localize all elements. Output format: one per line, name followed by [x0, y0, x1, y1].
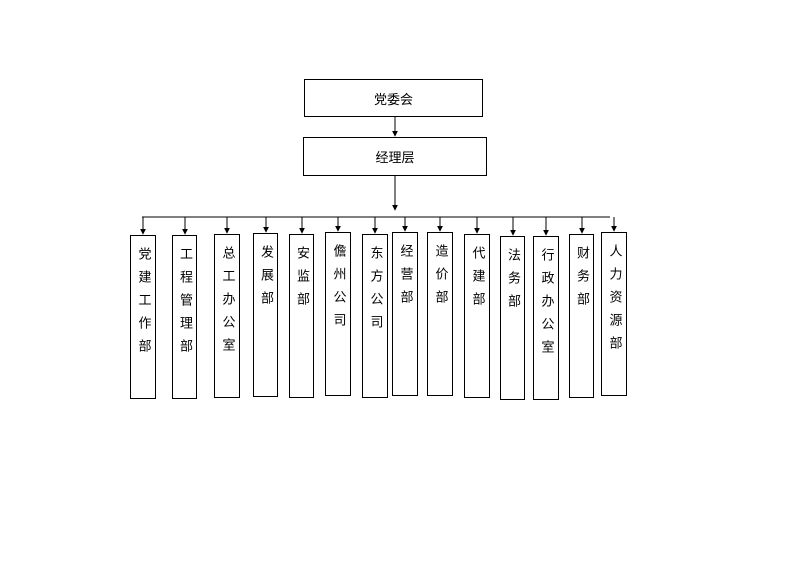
dept-box: 儋州公司: [325, 232, 351, 396]
dept-label: 财务部: [574, 246, 589, 315]
management-box: 经理层: [303, 137, 487, 176]
dept-label: 法务部: [505, 248, 520, 317]
dept-label: 安监部: [294, 246, 309, 315]
dept-box: 总工办公室: [214, 234, 240, 398]
dept-label: 儋州公司: [330, 244, 346, 336]
dept-box: 经营部: [392, 232, 418, 396]
management-label: 经理层: [375, 151, 415, 166]
dept-box: 行政办公室: [533, 236, 559, 400]
dept-box: 发展部: [253, 233, 278, 397]
dept-box: 法务部: [500, 236, 525, 400]
dept-box: 财务部: [569, 234, 594, 398]
party-committee-box: 党委会: [304, 79, 483, 117]
dept-label: 工程管理部: [177, 247, 192, 362]
dept-label: 发展部: [258, 245, 273, 314]
dept-label: 总工办公室: [219, 246, 235, 361]
dept-box: 党建工作部: [130, 235, 156, 399]
dept-label: 人力资源部: [606, 244, 622, 359]
dept-label: 东方公司: [367, 246, 383, 338]
dept-box: 代建部: [464, 234, 490, 398]
dept-box: 东方公司: [362, 234, 388, 398]
dept-label: 代建部: [469, 246, 485, 315]
party-committee-label: 党委会: [373, 92, 413, 108]
dept-label: 党建工作部: [135, 247, 151, 362]
dept-box: 人力资源部: [601, 232, 627, 396]
dept-box: 工程管理部: [172, 235, 197, 399]
dept-label: 行政办公室: [538, 248, 554, 363]
dept-label: 造价部: [432, 244, 448, 313]
department-drop-lines: [140, 217, 617, 236]
dept-box: 安监部: [289, 234, 314, 398]
dept-box: 造价部: [427, 232, 453, 396]
dept-label: 经营部: [397, 244, 413, 313]
